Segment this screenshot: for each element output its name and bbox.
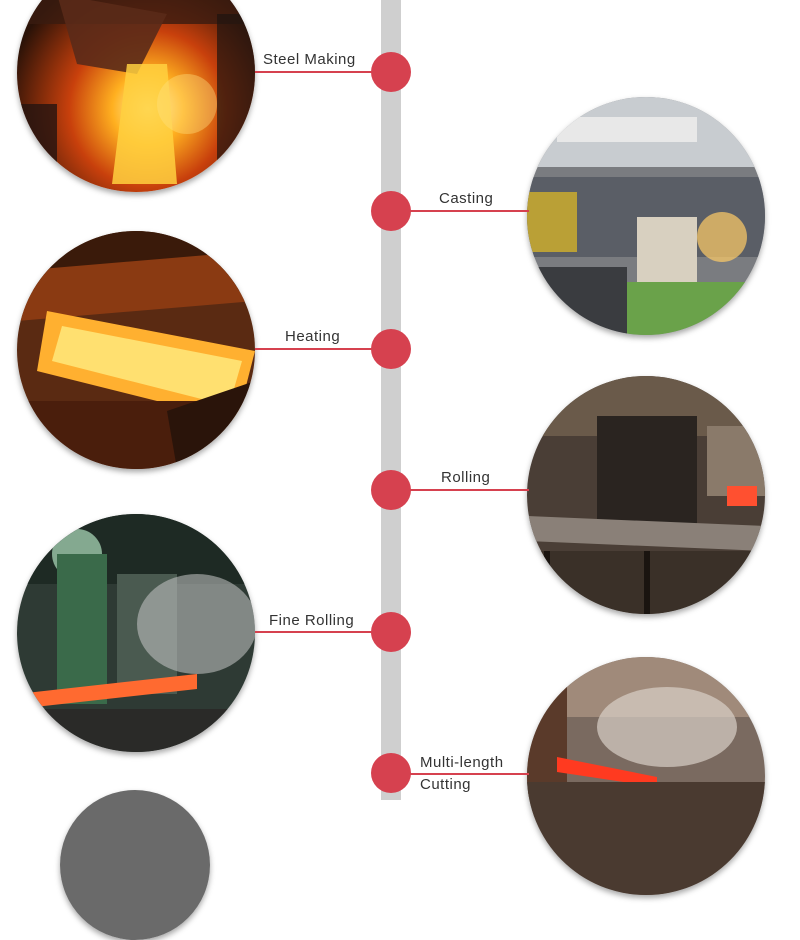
hot-billet-photo	[17, 231, 255, 469]
connector-line	[255, 348, 373, 350]
step-label-fine-rolling: Fine Rolling	[269, 612, 355, 629]
step-label-casting: Casting	[439, 190, 494, 207]
connector-line	[255, 631, 373, 633]
step-label-rolling: Rolling	[441, 469, 491, 486]
timeline-dot	[371, 470, 411, 510]
step-label-line: Multi-length	[420, 754, 504, 771]
rolling-mill-photo	[527, 376, 765, 614]
timeline-dot	[371, 191, 411, 231]
timeline-dot	[371, 329, 411, 369]
step-label-heating: Heating	[285, 328, 341, 345]
timeline-dot	[371, 612, 411, 652]
hot-bar-cutting-photo	[527, 657, 765, 895]
molten-steel-pouring-photo	[17, 0, 255, 192]
timeline-dot	[371, 753, 411, 793]
connector-line	[409, 210, 529, 212]
connector-line	[255, 71, 373, 73]
connector-line	[409, 489, 529, 491]
connector-line	[409, 773, 529, 775]
next-step-photo	[60, 790, 210, 940]
finishing-mill-steam-photo	[17, 514, 255, 752]
step-label-multi-length-cutting: Multi-length Cutting	[420, 752, 504, 796]
timeline-bar	[381, 0, 401, 800]
electric-arc-furnace-photo	[527, 97, 765, 335]
step-label-line: Cutting	[420, 776, 472, 793]
step-label-steel-making: Steel Making	[263, 51, 356, 68]
timeline-dot	[371, 52, 411, 92]
